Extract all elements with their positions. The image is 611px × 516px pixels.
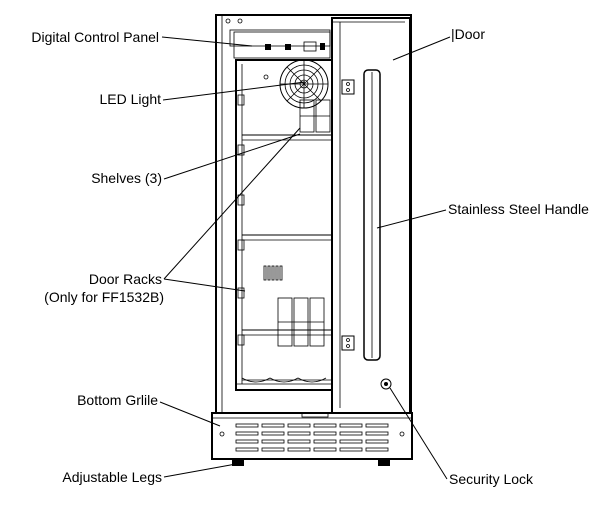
label-led-light: LED Light bbox=[100, 91, 162, 107]
shelves bbox=[242, 134, 332, 336]
shelf-supports bbox=[237, 94, 245, 346]
rear-vents bbox=[263, 265, 283, 281]
label-digital-control-panel: Digital Control Panel bbox=[31, 29, 159, 45]
leader-lines bbox=[159, 36, 451, 480]
door-racks-upper bbox=[299, 99, 331, 133]
label-adjustable-legs: Adjustable Legs bbox=[62, 469, 162, 485]
label-shelves: Shelves (3) bbox=[91, 170, 162, 186]
label-stainless-steel-handle: Stainless Steel Handle bbox=[448, 201, 589, 217]
control-panel bbox=[225, 18, 331, 59]
bottom-cradle bbox=[241, 377, 332, 383]
label-door: |Door bbox=[451, 26, 485, 42]
handle bbox=[341, 69, 381, 361]
label-door-racks-note: (Only for FF1532B) bbox=[44, 289, 164, 305]
adjustable-legs bbox=[232, 459, 390, 466]
label-security-lock: Security Lock bbox=[449, 471, 534, 487]
interior-cavity bbox=[235, 59, 333, 391]
label-door-racks: Door Racks bbox=[89, 271, 162, 287]
security-lock bbox=[380, 378, 392, 390]
bottom-grille bbox=[211, 412, 413, 460]
door-racks-lower bbox=[277, 297, 325, 347]
label-bottom-grille: Bottom Grlile bbox=[77, 392, 158, 408]
led-fan bbox=[263, 59, 329, 109]
